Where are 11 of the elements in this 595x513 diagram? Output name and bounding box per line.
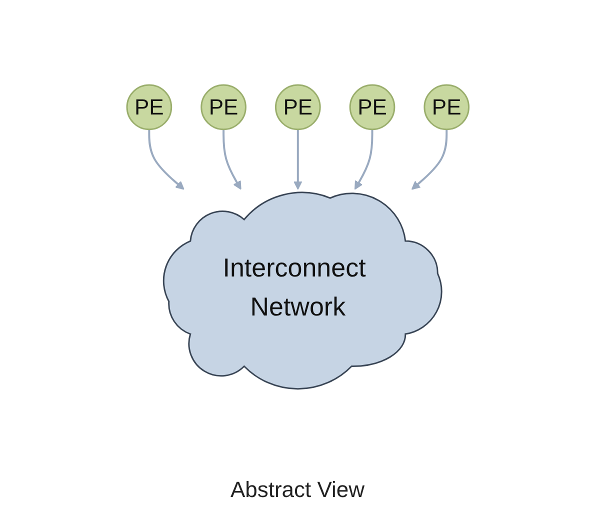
arrow bbox=[222, 128, 241, 190]
arrow bbox=[148, 128, 184, 190]
arrow bbox=[293, 128, 302, 190]
arrow bbox=[354, 128, 373, 190]
arrow bbox=[411, 128, 448, 190]
node-circle: PE bbox=[348, 84, 395, 130]
node-circle: PE bbox=[126, 84, 172, 130]
node-circle: PE bbox=[200, 84, 246, 130]
node-circle: PE bbox=[423, 84, 470, 130]
node-circle: PE bbox=[274, 84, 320, 130]
caption: Abstract View bbox=[230, 477, 365, 503]
